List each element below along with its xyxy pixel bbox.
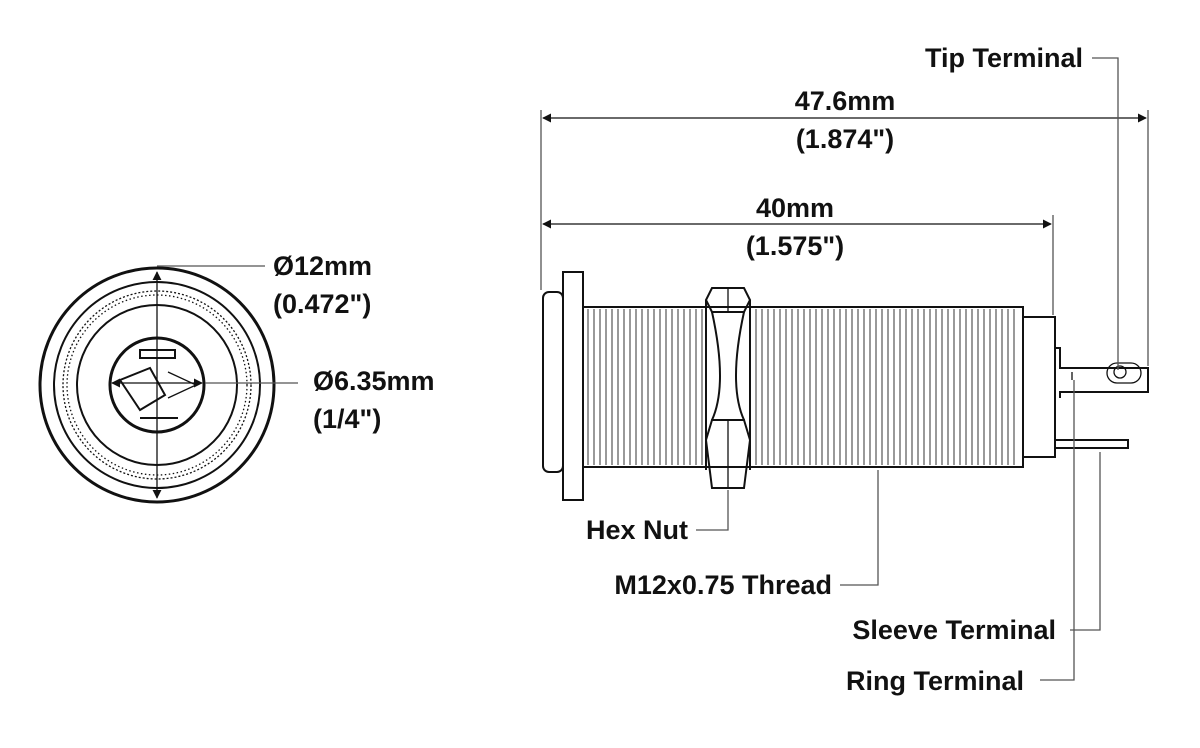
front-view bbox=[38, 265, 298, 504]
outer-diameter-mm-label: Ø12mm bbox=[273, 251, 372, 281]
ring-terminal-label: Ring Terminal bbox=[846, 666, 1024, 696]
outer-diameter-inch-label: (0.472") bbox=[273, 289, 371, 319]
body-length-inch-label: (1.575") bbox=[746, 231, 844, 261]
side-view bbox=[540, 57, 1149, 681]
tip-terminal-label: Tip Terminal bbox=[925, 43, 1083, 73]
hex-nut-label: Hex Nut bbox=[586, 515, 688, 545]
overall-length-mm-label: 47.6mm bbox=[795, 86, 896, 116]
body-length-mm-label: 40mm bbox=[756, 193, 834, 223]
overall-length-inch-label: (1.874") bbox=[796, 124, 894, 154]
sleeve-terminal-label: Sleeve Terminal bbox=[852, 615, 1056, 645]
plug-diameter-mm-label: Ø6.35mm bbox=[313, 366, 435, 396]
thread-lines bbox=[587, 309, 1015, 465]
plug-diameter-inch-label: (1/4") bbox=[313, 404, 381, 434]
thread-label: M12x0.75 Thread bbox=[614, 570, 832, 600]
